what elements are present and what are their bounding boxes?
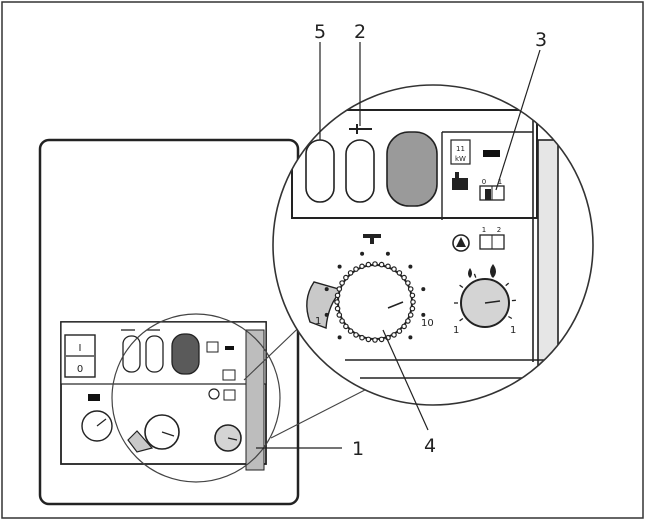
dial-tooth (397, 271, 401, 275)
small-indicator-lamp (172, 334, 199, 374)
display-icon (483, 150, 500, 157)
dial-tooth (392, 267, 396, 271)
dial-tooth (402, 324, 406, 328)
dhw-scale-min: 1 (315, 316, 321, 327)
dial-tooth (348, 271, 352, 275)
dial-tooth (366, 337, 370, 341)
scale-dot (338, 335, 342, 339)
dial-tooth (354, 267, 358, 271)
dhw-scale-max: 10 (421, 318, 434, 329)
dial-tooth (409, 313, 413, 317)
dial-tooth (344, 324, 348, 328)
small-display-icon-left (88, 394, 100, 401)
callout-3: 3 (535, 29, 547, 51)
dial-tooth (397, 329, 401, 333)
small-pump-icon (209, 389, 219, 399)
small-button-5[interactable] (123, 336, 140, 372)
dial-tooth (373, 262, 377, 266)
dial-tooth (337, 287, 341, 291)
small-selector-switch[interactable] (223, 370, 235, 380)
button-5[interactable] (306, 140, 334, 202)
dial-tooth (411, 300, 415, 304)
dhw-dial[interactable] (338, 265, 412, 339)
main-switch-on-label: I (79, 343, 82, 354)
callout-1: 1 (352, 438, 364, 460)
small-button-2[interactable] (146, 336, 163, 372)
dial-tooth (410, 306, 414, 310)
scale-dot (408, 265, 412, 269)
scale-dot (386, 252, 390, 256)
dial-tooth (340, 281, 344, 285)
zoom-side-strip (538, 140, 558, 380)
scale-dot (325, 287, 329, 291)
callout-5: 5 (314, 21, 326, 43)
dial-tooth (335, 293, 339, 297)
dial-tooth (360, 336, 364, 340)
dial-tooth (373, 338, 377, 342)
dial-tooth (406, 319, 410, 323)
heating-scale-max: 1 (510, 325, 516, 336)
selector-switch-3-knob (485, 189, 491, 200)
scale-dot (338, 265, 342, 269)
panel-side-strip (246, 330, 264, 470)
callout-2: 2 (354, 21, 366, 43)
small-display-icon (225, 346, 234, 350)
dial-tooth (386, 264, 390, 268)
dial-tooth (354, 333, 358, 337)
heating-scale-min: 1 (453, 325, 459, 336)
scale-dot (360, 252, 364, 256)
dial-tooth (406, 281, 410, 285)
dial-tooth (335, 306, 339, 310)
button-2[interactable] (346, 140, 374, 202)
small-rating-label (207, 342, 218, 352)
dial-tooth (379, 337, 383, 341)
small-selector-switch-2[interactable] (224, 390, 235, 400)
dial-tooth (402, 275, 406, 279)
selector2-two-label: 2 (497, 226, 501, 234)
selector-zero-label: 0 (482, 178, 486, 186)
rating-label-unit: kW (455, 155, 466, 163)
dial-tooth (366, 262, 370, 266)
dial-tooth (379, 262, 383, 266)
selector2-one-label: 1 (482, 226, 486, 234)
indicator-lamp (387, 132, 437, 206)
dial-tooth (392, 333, 396, 337)
dial-tooth (340, 319, 344, 323)
dial-tooth (409, 287, 413, 291)
rating-label-value: 11 (456, 145, 465, 153)
dial-tooth (348, 329, 352, 333)
scale-dot (421, 313, 425, 317)
callout-4: 4 (424, 435, 436, 457)
main-switch-off-label: 0 (77, 364, 83, 375)
dial-tooth (360, 264, 364, 268)
scale-dot (408, 335, 412, 339)
dial-tooth (410, 293, 414, 297)
dial-tooth (335, 300, 339, 304)
dial-tooth (337, 313, 341, 317)
scale-dot (325, 313, 329, 317)
scale-dot (421, 287, 425, 291)
dial-tooth (344, 275, 348, 279)
